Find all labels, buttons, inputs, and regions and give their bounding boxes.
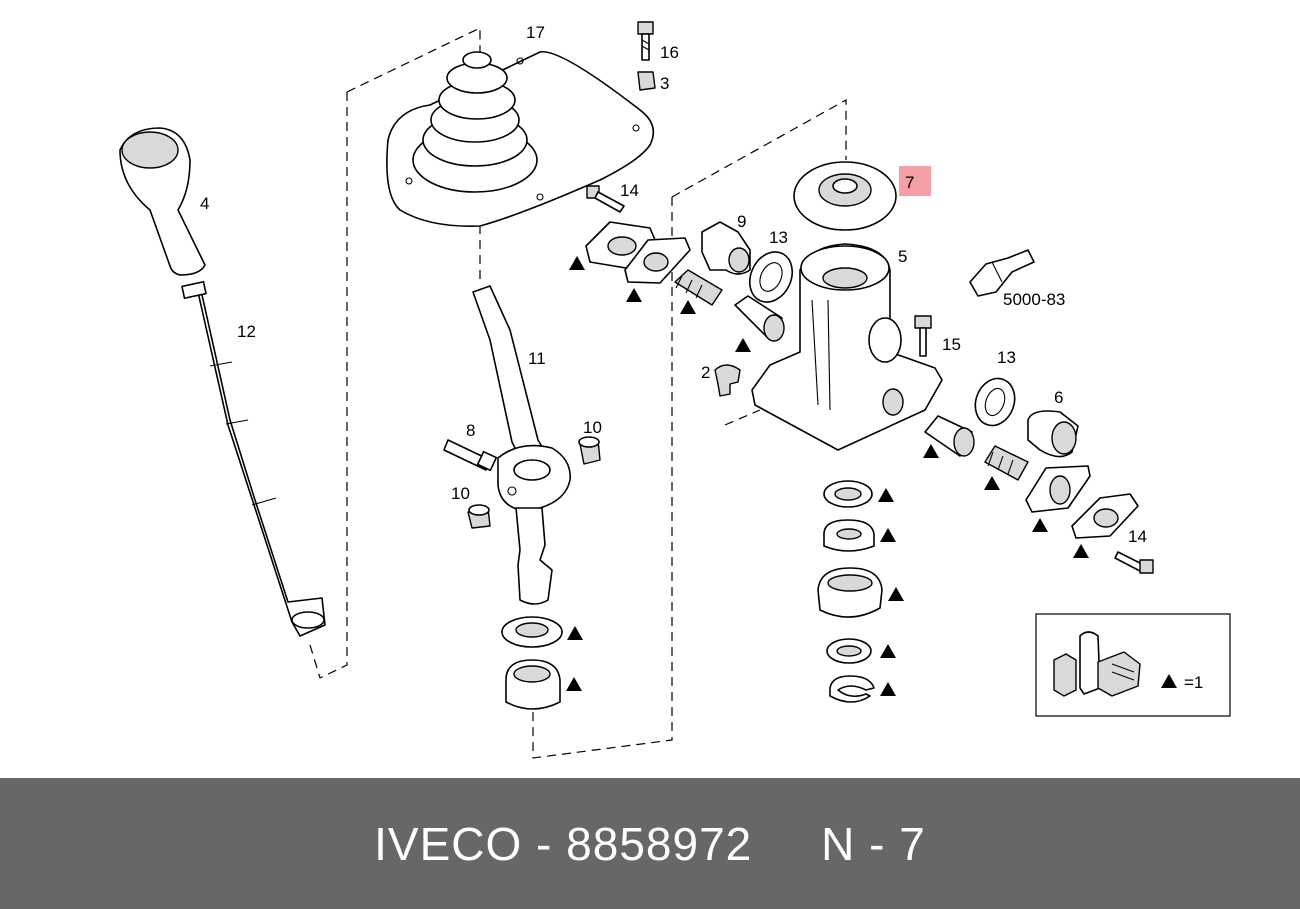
- spring-right: [984, 445, 1029, 481]
- gasket-plates-left: [585, 221, 691, 284]
- triangle-icon: [984, 476, 1000, 490]
- callout-11: 11: [528, 349, 546, 368]
- callout-4: 4: [200, 194, 209, 213]
- callout-14-lower: 14: [1128, 527, 1147, 546]
- shift-rod-12: [181, 281, 326, 637]
- ref-number: 7: [899, 817, 926, 870]
- callout-5000-83: 5000-83: [1003, 290, 1065, 309]
- triangle-icon: [567, 626, 583, 640]
- bolt-14-upper: [586, 185, 625, 213]
- ref-prefix: N: [821, 817, 856, 870]
- callout-10-lower: 10: [451, 484, 470, 503]
- legend-text: =1: [1184, 673, 1203, 692]
- sleeve-right: [924, 415, 975, 457]
- triangle-icon: [626, 288, 642, 302]
- seal-stack: [817, 480, 883, 703]
- separator: -: [536, 817, 553, 870]
- bush-10-lower: [467, 504, 491, 529]
- callout-12: 12: [237, 322, 256, 341]
- footer-bar: IVECO - 8858972 N - 7: [0, 778, 1300, 909]
- triangle-icon: [735, 338, 751, 352]
- callout-8: 8: [466, 421, 475, 440]
- spring-left: [674, 269, 723, 306]
- legend-box: =1: [1035, 613, 1231, 717]
- lever-seals: [501, 616, 563, 710]
- triangle-icon: [680, 300, 696, 314]
- callout-2: 2: [701, 363, 710, 382]
- bush-10-upper: [578, 436, 601, 465]
- triangle-icon: [1161, 674, 1177, 688]
- ring-13-lower: [974, 377, 1016, 427]
- triangle-icon: [569, 256, 585, 270]
- triangle-icon: [566, 677, 582, 691]
- triangle-icon: [923, 444, 939, 458]
- callout-10-upper: 10: [583, 418, 602, 437]
- callout-6: 6: [1054, 388, 1063, 407]
- callout-13-lower: 13: [997, 348, 1016, 367]
- triangle-icon: [878, 488, 894, 502]
- gasket-plates-right: [1025, 465, 1139, 539]
- callout-7: 7: [905, 173, 914, 192]
- bolt-14-lower: [1114, 551, 1154, 574]
- kit-icon: [1053, 631, 1141, 697]
- triangle-icon: [880, 644, 896, 658]
- bolt-16: [637, 21, 654, 61]
- gear-knob: [119, 127, 206, 276]
- footer-caption: IVECO - 8858972 N - 7: [374, 817, 926, 871]
- sleeve-left: [734, 295, 785, 342]
- triangle-icon: [1032, 518, 1048, 532]
- callout-labels: 17 16 3 4 14 9 13 7 5 12 11 2 15 13 6 8 …: [200, 23, 1147, 546]
- plug-6: [1027, 410, 1079, 458]
- triangle-icon: [880, 682, 896, 696]
- callout-5: 5: [898, 247, 907, 266]
- sensor-5000-83: [969, 249, 1035, 297]
- gear-lever-11: [472, 285, 571, 605]
- separator: -: [869, 817, 886, 870]
- housing-5: [751, 243, 943, 451]
- bolt-15: [914, 315, 932, 357]
- plug-9: [701, 221, 751, 275]
- callout-3: 3: [660, 74, 669, 93]
- callout-16: 16: [660, 43, 679, 62]
- triangle-markers: [566, 256, 1089, 696]
- ring-13-upper: [749, 251, 793, 303]
- exploded-parts-diagram: 17 16 3 4 14 9 13 7 5 12 11 2 15 13 6 8 …: [119, 21, 1231, 759]
- callout-9: 9: [737, 212, 746, 231]
- nut-3: [637, 71, 656, 91]
- pin-8: [443, 439, 498, 472]
- boot-assembly: [386, 51, 655, 227]
- callout-13-upper: 13: [769, 228, 788, 247]
- brand-name: IVECO: [374, 817, 523, 870]
- callout-14-upper: 14: [620, 181, 639, 200]
- callout-17: 17: [526, 23, 545, 42]
- plug-2: [714, 364, 741, 397]
- highlight-box-7: [899, 166, 931, 196]
- dashed-assembly-lines: [309, 27, 847, 759]
- triangle-icon: [880, 528, 896, 542]
- cap-7: [793, 161, 897, 231]
- triangle-icon: [888, 587, 904, 601]
- triangle-icon: [1073, 544, 1089, 558]
- part-number: 8858972: [566, 817, 753, 870]
- callout-15: 15: [942, 335, 961, 354]
